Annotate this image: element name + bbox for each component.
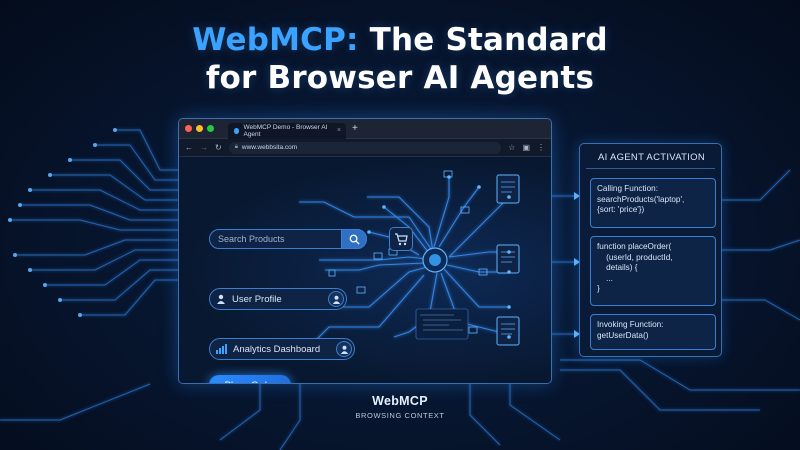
url-input[interactable]: 🔒︎ www.webbsita.com xyxy=(228,141,502,154)
user-profile-item[interactable]: User Profile xyxy=(209,288,347,310)
reload-button[interactable]: ↻ xyxy=(215,143,222,152)
cart-icon xyxy=(395,232,408,245)
forward-button[interactable]: → xyxy=(200,143,208,152)
menu-dots-icon[interactable]: ⋮ xyxy=(537,143,545,152)
search-icon xyxy=(349,234,360,245)
star-icon[interactable]: ☆ xyxy=(508,143,516,152)
analytics-label: Analytics Dashboard xyxy=(233,343,321,355)
browser-window: WebMCP Demo - Browser AI Agent × + ← → ↻… xyxy=(178,118,552,384)
panel-divider xyxy=(586,168,715,169)
page-viewport: Search Products User Profile xyxy=(179,157,551,383)
close-window-dot[interactable] xyxy=(185,125,192,132)
search-input[interactable]: Search Products xyxy=(209,229,367,249)
minimize-window-dot[interactable] xyxy=(196,125,203,132)
user-icon xyxy=(216,294,226,304)
headline-line-2: for Browser AI Agents xyxy=(205,60,595,96)
tab-bar: WebMCP Demo - Browser AI Agent × + xyxy=(179,119,551,139)
headline-line-1: WebMCP: The Standard xyxy=(0,22,800,58)
url-text: www.webbsita.com xyxy=(241,144,298,151)
tab-title: WebMCP Demo - Browser AI Agent xyxy=(243,123,328,138)
function-call-card-1: Calling Function: searchProducts('laptop… xyxy=(590,178,716,228)
browser-tab[interactable]: WebMCP Demo - Browser AI Agent × xyxy=(228,122,346,139)
back-button[interactable]: ← xyxy=(185,143,193,152)
analytics-avatar[interactable] xyxy=(336,341,352,357)
user-profile-label: User Profile xyxy=(232,293,282,305)
search-placeholder: Search Products xyxy=(218,234,285,244)
person-icon xyxy=(340,345,348,354)
favicon-icon xyxy=(234,127,240,134)
search-button[interactable] xyxy=(341,229,367,249)
split-view-icon[interactable]: ▣ xyxy=(522,143,530,152)
function-call-card-2: function placeOrder( (userId, productId,… xyxy=(590,236,716,306)
agent-activation-panel: AI AGENT ACTIVATION Calling Function: se… xyxy=(579,143,722,357)
panel-title: AI AGENT ACTIVATION xyxy=(597,152,706,163)
person-icon xyxy=(332,295,340,304)
address-bar: ← → ↻ 🔒︎ www.webbsita.com ☆ ▣ ⋮ xyxy=(179,139,551,157)
viewport-circuit xyxy=(261,170,520,348)
function-call-card-3: Invoking Function: getUserData() xyxy=(590,314,716,350)
analytics-dashboard-item[interactable]: Analytics Dashboard xyxy=(209,338,355,360)
headline-accent: WebMCP: xyxy=(192,22,359,58)
footer-subtitle: BROWSING CONTEXT xyxy=(355,411,445,420)
cart-button[interactable] xyxy=(389,227,413,251)
new-tab-button[interactable]: + xyxy=(352,123,358,134)
lock-icon: 🔒︎ xyxy=(234,144,238,150)
headline-rest: The Standard xyxy=(358,22,608,58)
place-order-button[interactable]: Place Order xyxy=(209,375,291,383)
tab-close-icon[interactable]: × xyxy=(336,127,341,134)
footer-title: WebMCP xyxy=(372,394,428,408)
avatar[interactable] xyxy=(328,291,344,307)
maximize-window-dot[interactable] xyxy=(207,125,214,132)
bar-chart-icon xyxy=(216,344,227,354)
